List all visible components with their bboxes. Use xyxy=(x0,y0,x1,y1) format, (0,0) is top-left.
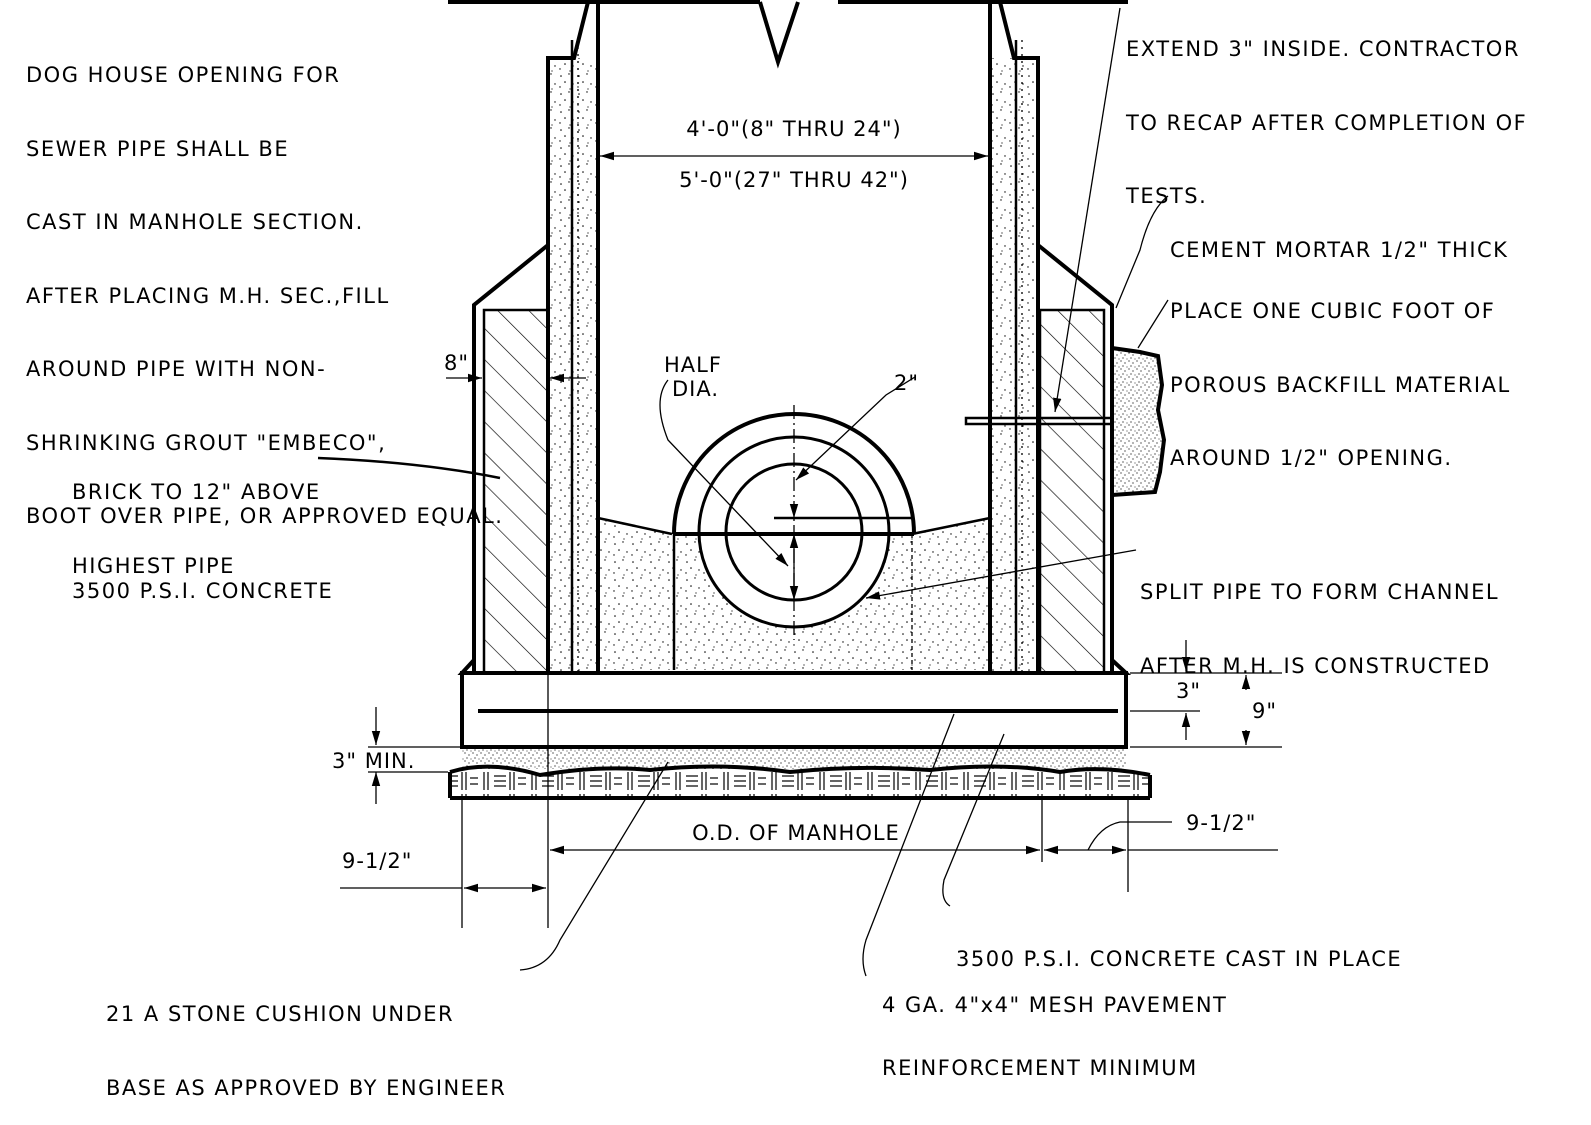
brick-thickness-dim: 8" xyxy=(444,351,586,383)
half-dia-line-1: HALF xyxy=(664,353,722,377)
note-line: PLACE ONE CUBIC FOOT OF xyxy=(1170,299,1496,323)
note-stone-cushion: 21 A STONE CUSHION UNDER BASE AS APPROVE… xyxy=(106,953,506,1125)
note-cast-in-place: 3500 P.S.I. CONCRETE CAST IN PLACE xyxy=(956,898,1402,996)
dim-pipe-gap: 2" xyxy=(894,371,919,395)
note-line: TO RECAP AFTER COMPLETION OF xyxy=(1126,110,1528,135)
note-line: 4 GA. 4"x4" MESH PAVEMENT xyxy=(882,993,1228,1017)
note-line: AFTER M.H. IS CONSTRUCTED xyxy=(1140,653,1491,678)
note-line: CAST IN MANHOLE SECTION. xyxy=(26,210,364,234)
note-line: BOOT OVER PIPE, OR APPROVED EQUAL. xyxy=(26,504,504,528)
note-dog-house-opening: DOG HOUSE OPENING FOR SEWER PIPE SHALL B… xyxy=(26,14,503,553)
note-line: POROUS BACKFILL MATERIAL xyxy=(1170,372,1511,397)
note-line: CEMENT MORTAR 1/2" THICK xyxy=(1170,238,1509,262)
base-dims-right: 3" 9" xyxy=(1130,640,1282,748)
note-line: 21 A STONE CUSHION UNDER xyxy=(106,1002,455,1026)
note-line: SEWER PIPE SHALL BE xyxy=(26,136,290,161)
leader-lines xyxy=(317,7,1169,977)
note-line: SHRINKING GROUT "EMBECO", xyxy=(26,430,387,455)
note-line: EXTEND 3" INSIDE. CONTRACTOR xyxy=(1126,37,1520,61)
note-line: BASE AS APPROVED BY ENGINEER xyxy=(106,1075,507,1100)
note-cement-mortar: CEMENT MORTAR 1/2" THICK xyxy=(1170,189,1508,287)
note-line: 3500 P.S.I. CONCRETE CAST IN PLACE xyxy=(956,947,1403,971)
note-extend-inside: EXTEND 3" INSIDE. CONTRACTOR TO RECAP AF… xyxy=(1126,0,1527,233)
brick-right xyxy=(1038,308,1106,675)
pipe-gap-dim: 2" xyxy=(789,371,919,600)
od-dims: O.D. OF MANHOLE 9-1/2" 9-1/2" xyxy=(340,675,1278,928)
half-dia-line-2: DIA. xyxy=(672,377,719,401)
note-line: AROUND PIPE WITH NON- xyxy=(26,357,327,381)
brick-left xyxy=(482,308,550,675)
stone-min-dim: 3" MIN. xyxy=(332,707,460,804)
dim-inside-large: 5'-0"(27" THRU 42") xyxy=(679,168,909,192)
note-line: 3500 P.S.I. CONCRETE xyxy=(72,579,334,603)
note-line: AROUND 1/2" OPENING. xyxy=(1170,446,1453,470)
note-line: SPLIT PIPE TO FORM CHANNEL xyxy=(1140,580,1500,604)
inside-diameter-dim: 4'-0"(8" THRU 24") 5'-0"(27" THRU 42") xyxy=(600,117,988,192)
vent-pipe xyxy=(964,346,1167,497)
dim-overhang-left: 9-1/2" xyxy=(342,849,412,873)
note-line: REINFORCEMENT MINIMUM xyxy=(882,1056,1198,1080)
note-mesh-reinforcement: 4 GA. 4"x4" MESH PAVEMENT REINFORCEMENT … xyxy=(882,953,1227,1100)
note-porous-backfill: PLACE ONE CUBIC FOOT OF POROUS BACKFILL … xyxy=(1170,250,1511,495)
note-line: AFTER PLACING M.H. SEC.,FILL xyxy=(26,283,390,308)
note-line: DOG HOUSE OPENING FOR xyxy=(26,63,341,87)
note-split-pipe: SPLIT PIPE TO FORM CHANNEL AFTER M.H. IS… xyxy=(1140,531,1499,703)
dim-stone-min: 3" MIN. xyxy=(332,749,415,773)
top-slab-break xyxy=(448,0,1128,69)
base-slab xyxy=(457,658,1132,749)
note-line: HIGHEST PIPE xyxy=(72,553,235,578)
note-line: BRICK TO 12" ABOVE xyxy=(72,480,321,504)
note-concrete-3500: 3500 P.S.I. CONCRETE xyxy=(72,530,333,628)
dim-brick-thickness: 8" xyxy=(444,351,469,375)
dim-od-manhole: O.D. OF MANHOLE xyxy=(692,821,900,845)
manhole-section-drawing: 4'-0"(8" THRU 24") 5'-0"(27" THRU 42") 8… xyxy=(317,0,1282,977)
dim-overhang-right: 9-1/2" xyxy=(1186,811,1256,835)
dim-mesh-cover: 3" xyxy=(1176,679,1201,703)
sewer-pipe xyxy=(672,405,916,640)
note-brick: BRICK TO 12" ABOVE HIGHEST PIPE xyxy=(72,431,321,603)
dim-base-thickness: 9" xyxy=(1252,699,1277,723)
right-manhole-wall xyxy=(988,1,1114,673)
dim-inside-small: 4'-0"(8" THRU 24") xyxy=(686,117,901,141)
note-line: TESTS. xyxy=(1126,184,1208,208)
half-dia-leader: HALF DIA. xyxy=(659,353,789,567)
stone-cushion xyxy=(448,747,1152,800)
